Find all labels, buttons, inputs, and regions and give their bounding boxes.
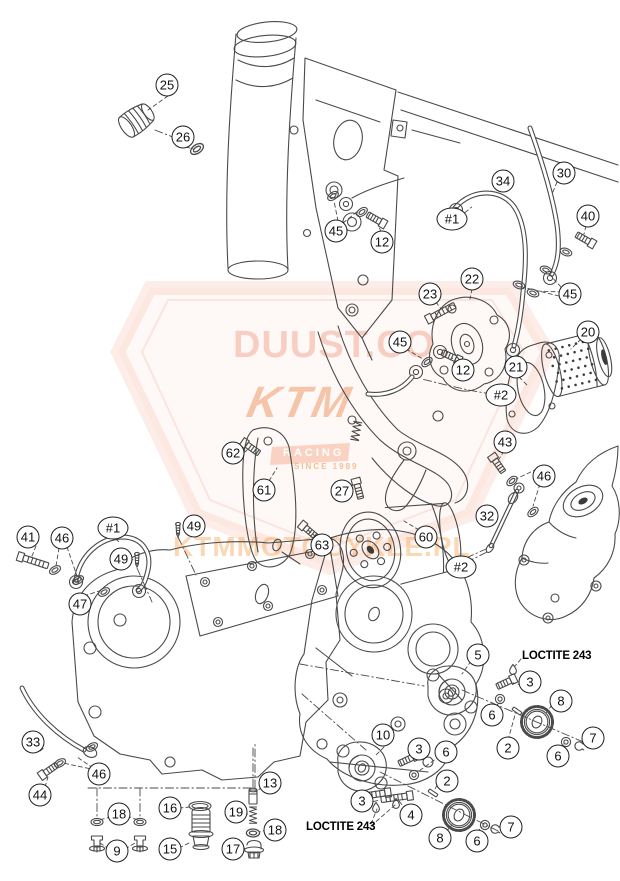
callout-49: 49 (109, 547, 133, 571)
callout-3: 3 (407, 737, 431, 761)
callout-25: 25 (155, 73, 179, 97)
part-plug-25-oring-26 (117, 103, 207, 158)
callout-8: 8 (428, 826, 452, 850)
callout-40: 40 (576, 204, 600, 228)
callout-15: 15 (158, 837, 182, 861)
callout-47: 47 (68, 592, 92, 616)
callout-no2: #2 (485, 383, 517, 407)
callout-44: 44 (28, 783, 52, 807)
callout-23: 23 (418, 282, 442, 306)
callout-32: 32 (475, 504, 499, 528)
callout-6: 6 (546, 744, 570, 768)
part-oil-hose-34 (448, 190, 528, 358)
part-oil-filter-60 (339, 502, 462, 589)
part-banjo-bolt-12-top (325, 177, 405, 230)
loctite-label-bottom: LOCTITE 243 (306, 821, 376, 833)
callout-45: 45 (388, 330, 412, 354)
callout-45: 45 (558, 282, 582, 306)
loctite-label-top: LOCTITE 243 (522, 650, 592, 662)
callout-6: 6 (434, 740, 458, 764)
part-oil-line-32 (485, 451, 541, 553)
callout-12: 12 (451, 358, 475, 382)
watermark-since: SINCE 1989 (294, 462, 359, 471)
callout-2: 2 (496, 736, 520, 760)
callout-26: 26 (171, 125, 195, 149)
part-drain-plugs (88, 787, 265, 859)
part-frame-oil-tank (226, 21, 619, 441)
callout-12: 12 (370, 230, 394, 254)
callout-46: 46 (532, 464, 556, 488)
construction-lines (87, 129, 589, 833)
callout-7: 7 (499, 815, 523, 839)
callout-3: 3 (518, 670, 542, 694)
callout-18: 18 (107, 802, 131, 826)
callout-30: 30 (552, 161, 576, 185)
callout-3: 3 (350, 789, 374, 813)
part-brake-pedal-frame (347, 410, 469, 512)
callout-10: 10 (371, 723, 395, 747)
part-oil-hose-33 (19, 685, 100, 781)
callout-6: 6 (465, 829, 489, 853)
callout-19: 19 (224, 800, 248, 824)
callout-63: 63 (310, 533, 334, 557)
callout-5: 5 (466, 643, 490, 667)
callout-41: 41 (16, 525, 40, 549)
callout-16: 16 (158, 796, 182, 820)
callout-18: 18 (263, 818, 287, 842)
callout-43: 43 (493, 430, 517, 454)
callout-62: 62 (221, 441, 245, 465)
callout-27: 27 (330, 479, 354, 503)
filter-media-dots (547, 340, 598, 390)
callout-45: 45 (324, 219, 348, 243)
watermark-racing: RACING (283, 447, 345, 459)
callout-no2: #2 (445, 555, 477, 579)
callout-4: 4 (399, 803, 423, 827)
callout-7: 7 (581, 726, 605, 750)
callout-no1: #1 (97, 516, 129, 540)
callout-9: 9 (105, 839, 129, 863)
callout-33: 33 (21, 730, 45, 754)
part-oil-filter-20 (541, 331, 613, 398)
callout-46: 46 (87, 762, 111, 786)
callout-13: 13 (258, 771, 282, 795)
callout-22: 22 (460, 267, 484, 291)
callout-46: 46 (50, 526, 74, 550)
part-filter-cover-22 (423, 296, 510, 392)
callout-21: 21 (504, 355, 528, 379)
callout-2: 2 (435, 769, 459, 793)
callout-6: 6 (480, 703, 504, 727)
callout-61: 61 (252, 478, 276, 502)
callout-17: 17 (221, 837, 245, 861)
callout-34: 34 (491, 169, 515, 193)
callout-8: 8 (549, 689, 573, 713)
callout-no1: #1 (436, 207, 468, 231)
callout-49: 49 (182, 514, 206, 538)
part-oil-hose-30 (511, 125, 598, 299)
callout-60: 60 (414, 525, 438, 549)
part-clutch-cover (514, 445, 620, 624)
part-banjo-bolt-12-mid (365, 344, 464, 397)
callout-20: 20 (576, 320, 600, 344)
